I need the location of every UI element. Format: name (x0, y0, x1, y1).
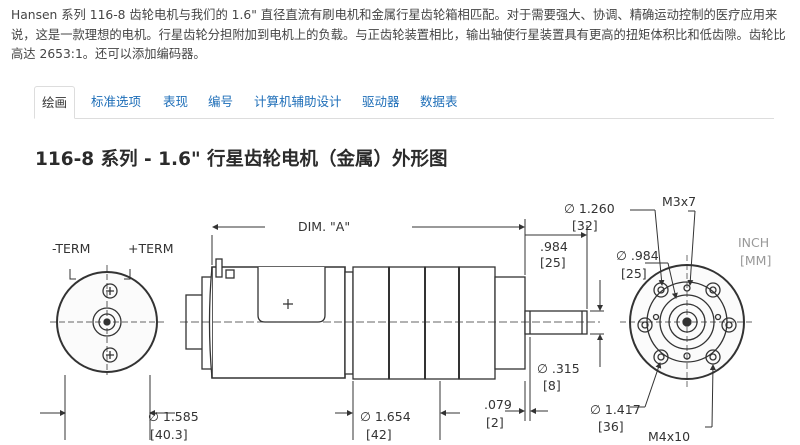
tab-datasheet[interactable]: 数据表 (420, 94, 458, 109)
tab-cad[interactable]: 计算机辅助设计 (254, 94, 342, 109)
tab-bar: 绘画 标准选项 表现 编号 计算机辅助设计 驱动器 数据表 (34, 86, 774, 119)
dim-line-1585 (40, 375, 175, 440)
dim-079-mm-label: [2] (486, 415, 504, 430)
unit-mm-label: [MM] (740, 253, 771, 268)
dia-315-label: ∅ .315 (537, 361, 580, 376)
tab-drawing[interactable]: 绘画 (34, 86, 76, 119)
dia-1585-label: ∅ 1.585 (148, 409, 199, 424)
tab-performance[interactable]: 表现 (163, 94, 189, 109)
dia-1260-label: ∅ 1.260 (564, 201, 615, 216)
m4x10-label: M4x10 (648, 429, 690, 444)
dim-line-a (211, 219, 526, 275)
term-pos-label: +TERM (128, 241, 173, 256)
m3x7-label: M3x7 (662, 194, 696, 209)
dia-1654-label: ∅ 1.654 (360, 409, 411, 424)
front-end-view (620, 255, 755, 390)
tab-standard-options[interactable]: 标准选项 (91, 94, 142, 109)
dim-line-079 (505, 337, 548, 421)
dia-1585-mm-label: [40.3] (150, 427, 188, 442)
leader-m3x7 (687, 210, 696, 286)
dim-079-label: .079 (484, 397, 512, 412)
unit-inch-label: INCH (738, 235, 769, 250)
dia-1417-label: ∅ 1.417 (590, 402, 641, 417)
page-title: 116-8 系列 - 1.6" 行星齿轮电机（金属）外形图 (35, 149, 448, 170)
dim-984-top-mm-label: [25] (540, 255, 566, 270)
dia-1260-mm-label: [32] (572, 218, 598, 233)
dia-315-mm-label: [8] (543, 378, 561, 393)
dia-984-side-mm-label: [25] (621, 266, 647, 281)
rear-end-view (50, 265, 164, 375)
dim-984-top-label: .984 (540, 239, 568, 254)
dim-line-315 (590, 280, 604, 367)
dim-line-984-top (525, 225, 588, 309)
dim-line-1260 (630, 209, 665, 286)
tab-drivers[interactable]: 驱动器 (362, 94, 400, 109)
product-description: Hansen 系列 116-8 齿轮电机与我们的 1.6" 直径直流有刷电机和金… (11, 8, 786, 61)
leader-m4x10 (705, 364, 716, 428)
dia-1417-mm-label: [36] (598, 419, 624, 434)
outline-drawing: -TERM +TERM ∅ 1.585 [40.3] (40, 194, 771, 444)
dim-a-label: DIM. "A" (298, 219, 350, 234)
dia-1654-mm-label: [42] (366, 427, 392, 442)
term-neg-label: -TERM (52, 241, 90, 256)
dim-line-984-side (645, 262, 678, 299)
side-view (180, 258, 600, 380)
dim-line-1417 (630, 362, 662, 408)
dia-984-side-label: ∅ .984 (616, 248, 659, 263)
tab-numbering[interactable]: 编号 (208, 94, 234, 109)
dim-line-1654 (335, 381, 460, 440)
